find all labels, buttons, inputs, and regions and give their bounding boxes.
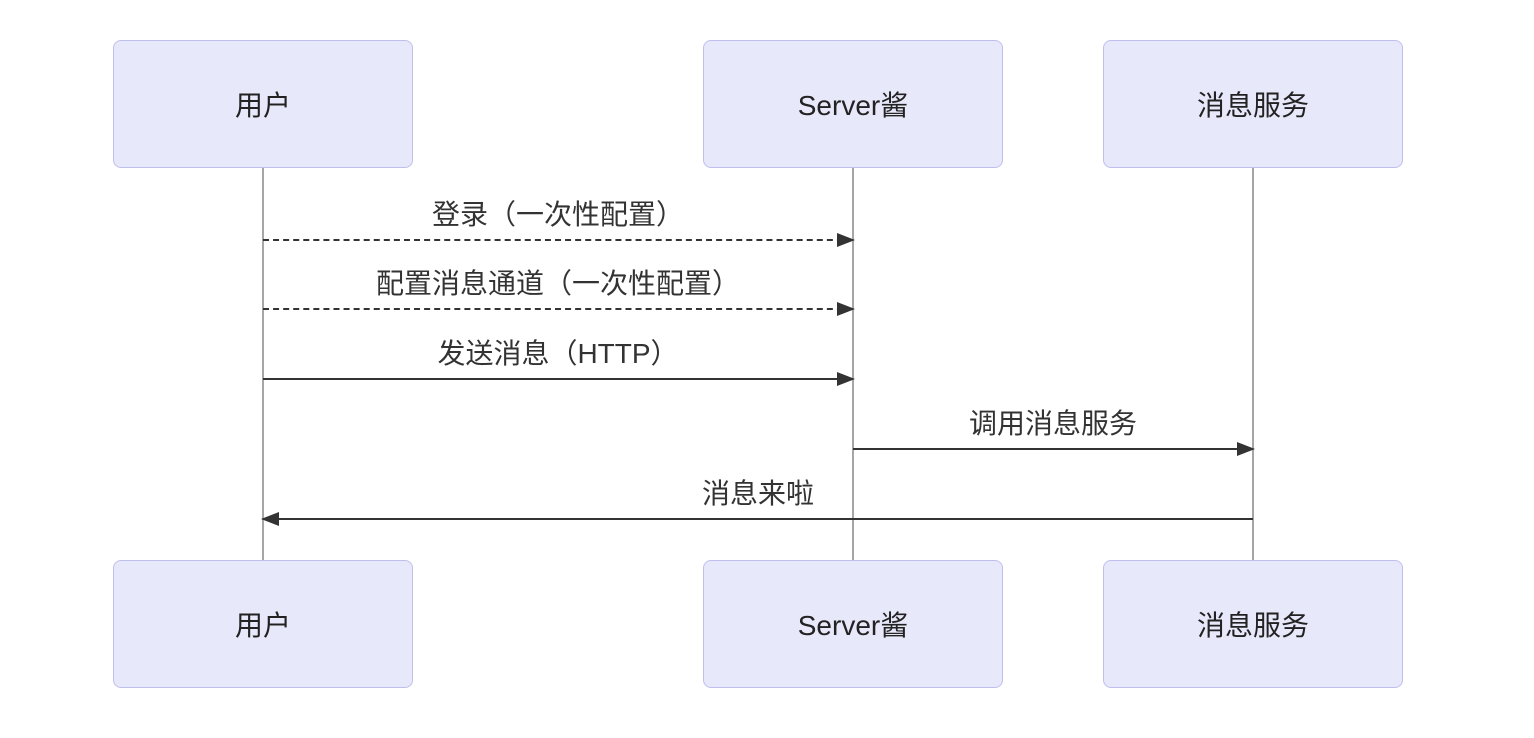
- message-arrow-configure-channel: [263, 302, 855, 316]
- actor-label: 消息服务: [1196, 90, 1309, 121]
- message-arrow-login: [263, 233, 855, 247]
- actor-top-serverchan: Server酱: [703, 40, 1003, 168]
- actor-bottom-message-service: 消息服务: [1103, 560, 1403, 688]
- actor-bottom-user: 用户: [113, 560, 413, 688]
- actor-top-message-service: 消息服务: [1103, 40, 1403, 168]
- message-label-call-service: 调用消息服务: [968, 408, 1137, 439]
- arrowhead-right-icon: [837, 302, 855, 316]
- actor-label: Server酱: [797, 90, 909, 121]
- lifeline-user: [262, 168, 264, 560]
- message-arrow-call-service: [853, 442, 1255, 456]
- arrowhead-right-icon: [837, 233, 855, 247]
- actor-label: 消息服务: [1196, 610, 1309, 641]
- message-label-message-arrived: 消息来啦: [701, 478, 814, 509]
- actor-label: 用户: [234, 90, 291, 121]
- lifeline-serverchan: [852, 168, 854, 560]
- actor-label: Server酱: [797, 610, 909, 641]
- lifeline-message-service: [1252, 168, 1254, 560]
- actor-bottom-serverchan: Server酱: [703, 560, 1003, 688]
- arrowhead-right-icon: [837, 372, 855, 386]
- message-label-configure-channel: 配置消息通道（一次性配置）: [375, 268, 740, 299]
- message-label-send-message: 发送消息（HTTP）: [437, 338, 679, 369]
- arrowhead-left-icon: [261, 512, 279, 526]
- message-arrow-send-message: [263, 372, 855, 386]
- message-label-login: 登录（一次性配置）: [431, 199, 684, 230]
- message-arrow-message-arrived: [261, 512, 1253, 526]
- actor-top-user: 用户: [113, 40, 413, 168]
- arrowhead-right-icon: [1237, 442, 1255, 456]
- actor-label: 用户: [234, 610, 291, 641]
